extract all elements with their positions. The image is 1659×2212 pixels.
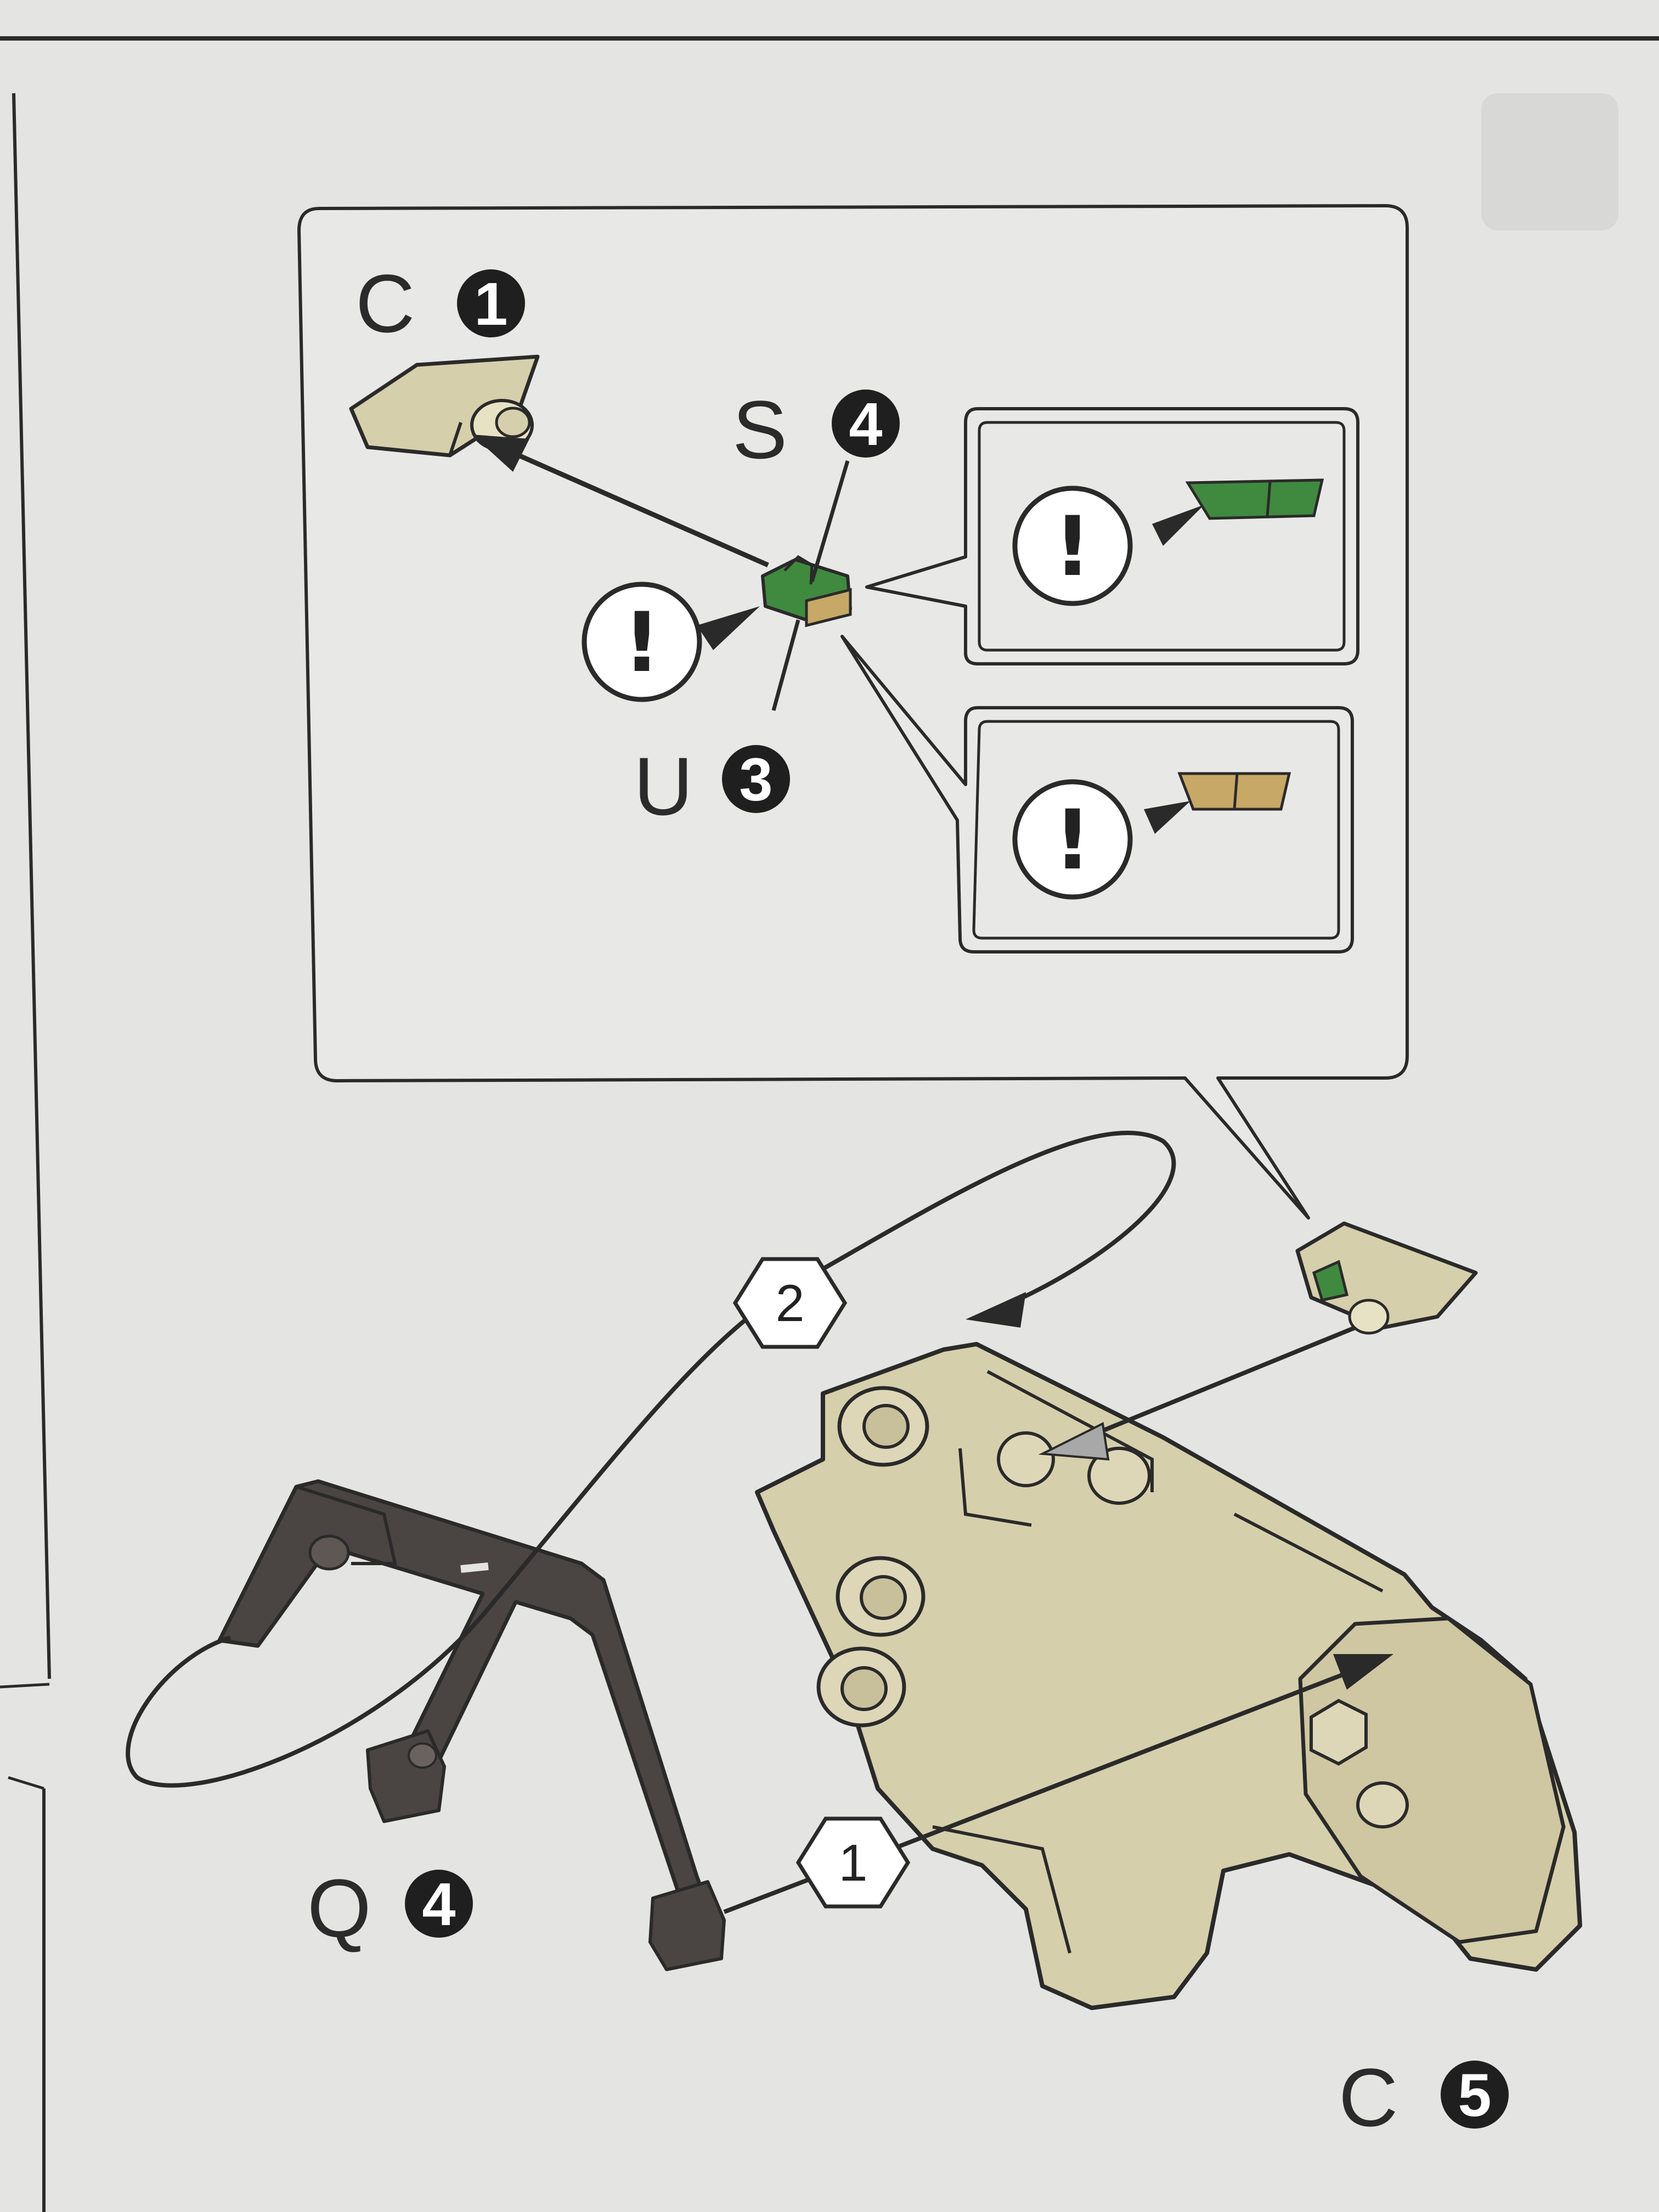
- part-c5-attachment: [1295, 1221, 1478, 1335]
- label-c1: C 1: [356, 257, 525, 349]
- arrow-to-c1: [472, 435, 769, 568]
- leader-lines: [771, 460, 850, 711]
- svg-text:Q: Q: [307, 1862, 371, 1954]
- caution-circle-icon: !: [1054, 499, 1091, 595]
- label-s4: S 4: [732, 383, 900, 476]
- step-2-marker: 2: [732, 1257, 848, 1349]
- svg-text:1: 1: [474, 270, 507, 338]
- hexagon-icon: [795, 1816, 911, 1909]
- label-c5: C 5: [1339, 2051, 1509, 2143]
- subcallout-tan: !: [840, 635, 1354, 953]
- caution-circle-icon: !: [1054, 793, 1091, 888]
- label-u3: U 3: [634, 740, 790, 832]
- arrow-attach-to-body: [1038, 1325, 1356, 1461]
- svg-text:5: 5: [1458, 2062, 1491, 2129]
- subcallout-green: !: [865, 407, 1359, 665]
- step1-arrow: [723, 1654, 1393, 1914]
- part-c5-body: [755, 1342, 1582, 2010]
- svg-text:4: 4: [422, 1871, 455, 1938]
- svg-text:3: 3: [739, 746, 772, 814]
- svg-text:2: 2: [776, 1274, 805, 1333]
- label-q4: Q 4: [307, 1862, 473, 1954]
- page-corner-tab: [1481, 93, 1618, 230]
- svg-text:C: C: [1339, 2051, 1398, 2143]
- caution-circle-icon: !: [623, 595, 661, 691]
- step-1-marker: 1: [795, 1816, 911, 1909]
- hexagon-icon: [732, 1257, 848, 1349]
- step2-routing-line: [126, 1130, 1176, 1788]
- svg-text:4: 4: [849, 391, 882, 458]
- caution-small-part: !: [582, 582, 760, 702]
- page-frame: [0, 36, 1659, 2212]
- part-s4-u3: [761, 555, 852, 628]
- svg-text:1: 1: [839, 1834, 868, 1892]
- part-q4-frame: [217, 1479, 726, 1971]
- svg-text:C: C: [356, 257, 415, 349]
- svg-text:U: U: [634, 740, 693, 832]
- svg-text:S: S: [732, 383, 787, 476]
